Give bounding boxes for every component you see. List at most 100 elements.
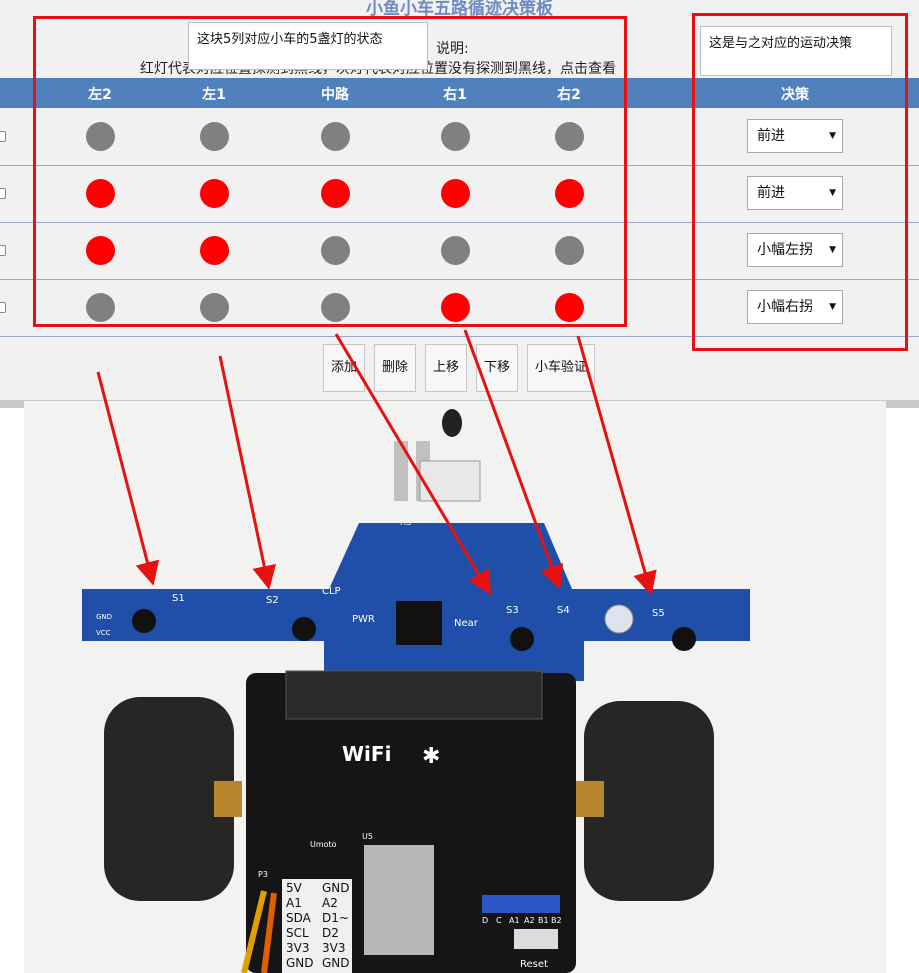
chip-icon <box>396 601 442 645</box>
row-checkbox[interactable] <box>0 245 6 256</box>
move-down-button[interactable]: 下移 <box>476 344 518 392</box>
dropdown-arrow-icon: ▼ <box>829 245 836 255</box>
pin-label: SDA <box>286 911 312 925</box>
header-center: 中路 <box>321 87 349 103</box>
light-dot[interactable] <box>321 236 350 265</box>
ir-sensor-icon <box>510 627 534 651</box>
add-button[interactable]: 添加 <box>323 344 365 392</box>
light-dot[interactable] <box>200 236 229 265</box>
reset-button-icon <box>514 929 558 949</box>
board-label: Near <box>454 618 479 629</box>
header-right2: 右2 <box>557 87 581 103</box>
header-decision: 决策 <box>781 87 809 103</box>
table-row: 前进 ▼ <box>0 108 919 166</box>
decision-select[interactable]: 小幅右拐 ▼ <box>747 290 843 324</box>
ir-sensor-icon <box>672 627 696 651</box>
right-motor <box>576 781 604 817</box>
ir-sensor-icon <box>292 617 316 641</box>
wire <box>261 892 277 973</box>
ir-sensor-leg <box>394 441 408 501</box>
light-dot[interactable] <box>441 293 470 322</box>
page-title: 小鱼小车五路循迹决策板 <box>366 0 553 19</box>
light-dot[interactable] <box>86 236 115 265</box>
decision-annotation: 这是与之对应的运动决策 <box>700 26 892 76</box>
board-label: Reset <box>520 959 548 970</box>
pin-label: GND <box>322 881 350 895</box>
pin-label: A1 <box>286 896 302 910</box>
pin-label: GND <box>286 956 314 970</box>
light-dot[interactable] <box>86 122 115 151</box>
pin-label: 5V <box>286 881 303 895</box>
pin-label: 3V3 <box>322 941 345 955</box>
esp-module <box>364 845 434 955</box>
decision-select[interactable]: 前进 ▼ <box>747 119 843 153</box>
pin-label: 3V3 <box>286 941 309 955</box>
header-pin-labels: C <box>496 916 502 925</box>
ir-sensor-icon <box>132 609 156 633</box>
sensor-label: S2 <box>266 595 279 606</box>
light-dot[interactable] <box>441 179 470 208</box>
header-pin-labels: A1 <box>509 916 520 925</box>
pin-label: D1~ <box>322 911 349 925</box>
light-dot[interactable] <box>321 122 350 151</box>
board-label: PWR <box>352 614 375 625</box>
car-verify-button[interactable]: 小车验证 <box>527 344 595 392</box>
car-photo: S1 S2 S3 S4 S5 CLP PWR Near HS GND VCC W… <box>24 401 886 973</box>
light-dot[interactable] <box>441 122 470 151</box>
light-dot[interactable] <box>200 293 229 322</box>
decision-value: 前进 <box>757 128 785 144</box>
table-header: 左2 左1 中路 右1 右2 决策 <box>0 78 919 108</box>
decision-value: 小幅左拐 <box>757 242 813 258</box>
header-pin-labels: D <box>482 916 488 925</box>
pin-label: D2 <box>322 926 339 940</box>
light-dot[interactable] <box>555 122 584 151</box>
decision-select[interactable]: 前进 ▼ <box>747 176 843 210</box>
light-dot[interactable] <box>86 179 115 208</box>
sensor-label: S1 <box>172 593 185 604</box>
car-illustration: S1 S2 S3 S4 S5 CLP PWR Near HS GND VCC W… <box>82 409 750 973</box>
header-pin-labels: A2 <box>524 916 535 925</box>
blue-header <box>482 895 560 913</box>
light-dot[interactable] <box>200 179 229 208</box>
pin-header <box>285 670 543 720</box>
row-checkbox[interactable] <box>0 302 6 313</box>
ir-module <box>419 460 481 502</box>
board-label: VCC <box>96 629 111 637</box>
pin-label: SCL <box>286 926 309 940</box>
row-checkbox[interactable] <box>0 131 6 142</box>
right-wheel <box>584 701 714 901</box>
decision-select[interactable]: 小幅左拐 ▼ <box>747 233 843 267</box>
left-wheel <box>104 697 234 901</box>
light-dot[interactable] <box>555 236 584 265</box>
light-dot[interactable] <box>555 293 584 322</box>
light-dot[interactable] <box>200 122 229 151</box>
header-pin-labels: B2 <box>551 916 562 925</box>
light-dot[interactable] <box>86 293 115 322</box>
dropdown-arrow-icon: ▼ <box>829 302 836 312</box>
wire <box>241 890 267 973</box>
table-row: 小幅左拐 ▼ <box>0 222 919 280</box>
light-dot[interactable] <box>441 236 470 265</box>
move-up-button[interactable]: 上移 <box>425 344 467 392</box>
pin-label: GND <box>322 956 350 970</box>
board-label: CLP <box>322 586 341 597</box>
row-checkbox[interactable] <box>0 188 6 199</box>
left-motor <box>214 781 242 817</box>
sensor-label: S5 <box>652 608 665 619</box>
board-label: HS <box>400 518 411 527</box>
decision-board-panel: 小鱼小车五路循迹决策板 说明: 红灯代表对应位置探测到黑线，灰灯代表对应位置没有… <box>0 0 919 408</box>
board-label: GND <box>96 613 112 621</box>
light-dot[interactable] <box>555 179 584 208</box>
pin-label: A2 <box>322 896 338 910</box>
delete-button[interactable]: 删除 <box>374 344 416 392</box>
header-right1: 右1 <box>443 87 467 103</box>
dropdown-arrow-icon: ▼ <box>829 188 836 198</box>
light-dot[interactable] <box>321 293 350 322</box>
decision-value: 前进 <box>757 185 785 201</box>
description-label: 说明: <box>436 41 469 57</box>
light-dot[interactable] <box>321 179 350 208</box>
ir-emitter-icon <box>442 409 462 437</box>
board-label: P3 <box>258 870 268 879</box>
sensor-label: S4 <box>557 605 570 616</box>
pin-label-plate <box>282 879 352 973</box>
